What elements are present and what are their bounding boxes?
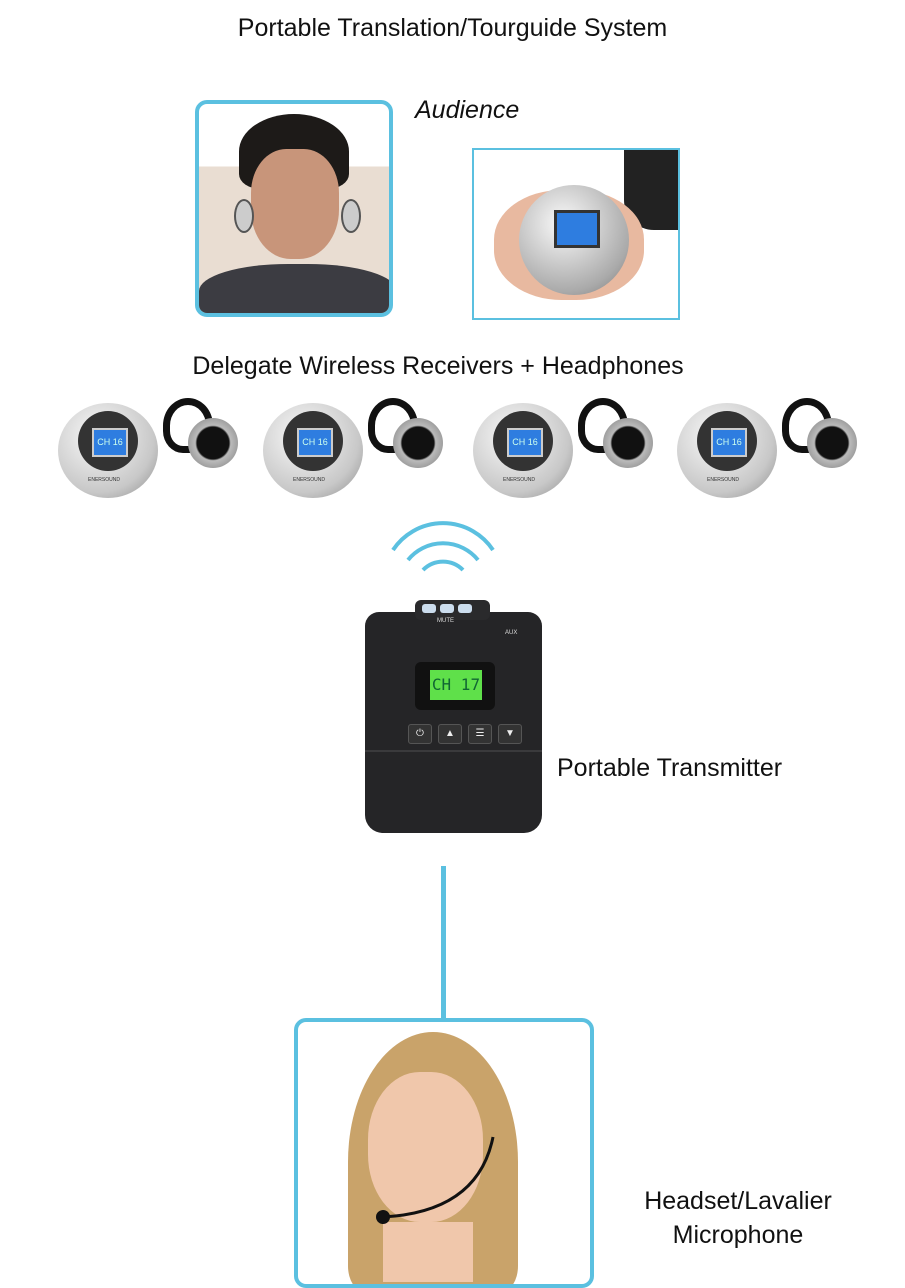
audience-label: Audience: [415, 96, 520, 124]
receiver-in-hand-photo: [472, 148, 680, 320]
headset-microphone-icon: [376, 1136, 495, 1224]
portable-transmitter: MUTE AUX CH 17 ⏻▲☰▼: [355, 600, 552, 833]
headphones-icon: [163, 398, 238, 468]
transmitter-lcd: CH 17: [430, 670, 482, 700]
transmitter-label: Portable Transmitter: [557, 754, 783, 782]
wireless-signal-icon: [391, 521, 495, 572]
presenter-photo: [294, 1018, 594, 1288]
transmitter-buttons: ⏻▲☰▼: [405, 724, 525, 744]
diagram-title: Portable Translation/Tourguide System: [237, 14, 668, 42]
receivers-label: Delegate Wireless Receivers + Headphones: [192, 352, 684, 380]
headphones-icon: [368, 398, 443, 468]
headphones-icon: [782, 398, 857, 468]
headphones-icon: [578, 398, 653, 468]
connection-line: [441, 866, 446, 1021]
audience-man-photo: [195, 100, 393, 317]
